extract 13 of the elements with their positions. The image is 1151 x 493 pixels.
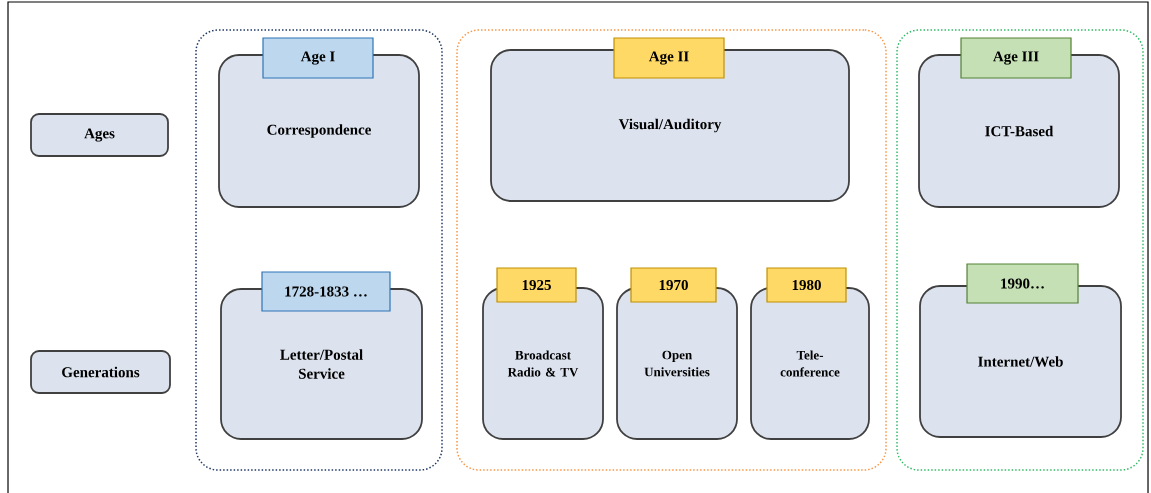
group-frame xyxy=(195,29,443,471)
label-tab: 1728-1833 … xyxy=(261,271,391,312)
group-frame xyxy=(896,29,1144,471)
label-tab: 1980 xyxy=(766,267,847,303)
label-tab: 1990… xyxy=(966,263,1079,304)
row-label: Generations xyxy=(30,350,171,394)
label-tab: Age I xyxy=(262,37,374,79)
label-tab: Age II xyxy=(613,37,725,79)
label-tab: 1925 xyxy=(496,267,577,303)
group-frame xyxy=(456,29,887,471)
label-tab: Age III xyxy=(960,37,1072,79)
row-label: Ages xyxy=(30,113,169,157)
label-tab: 1970 xyxy=(630,267,717,303)
